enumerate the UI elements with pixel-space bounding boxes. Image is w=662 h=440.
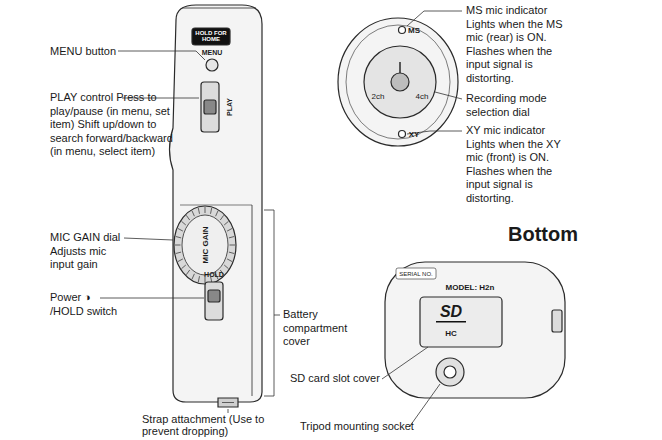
- knurl-stroke: [229, 252, 234, 253]
- bottom-housing: [385, 262, 565, 398]
- knurl-stroke: [186, 215, 189, 220]
- serial-plate: [396, 268, 436, 279]
- indicator-marking: XY: [409, 130, 420, 139]
- callout-label: XY mic indicator Lights when the XY mic …: [466, 124, 570, 205]
- callout-label: SD card slot cover: [290, 372, 380, 386]
- leader-line: [228, 409, 229, 413]
- dial-knob: [391, 73, 409, 91]
- tripod-thread: [444, 366, 456, 378]
- serial-marking: SERIAL NO.: [399, 270, 432, 277]
- sd-card-cover: [420, 297, 502, 347]
- recorder-body: [170, 5, 263, 402]
- knurl-stroke: [229, 237, 234, 238]
- knurl-stroke: [192, 274, 194, 279]
- knurl-stroke: [227, 259, 232, 262]
- sd-logo: SD: [440, 303, 462, 320]
- mic-gain-dial: [174, 206, 236, 284]
- power-hold-switch: [205, 282, 223, 320]
- switch-marking: HOLD: [204, 271, 224, 279]
- knurl-stroke: [186, 270, 189, 275]
- leader-line: [124, 238, 173, 240]
- knurl-stroke: [176, 252, 181, 253]
- dial-marking: MIC GAIN: [201, 227, 210, 264]
- knurl-stroke: [176, 237, 181, 238]
- knurl-stroke: [192, 211, 194, 216]
- bottom-view: [385, 262, 565, 398]
- mode-dial: [364, 46, 436, 118]
- dial-pointer: [399, 62, 401, 73]
- knurl-stroke: [182, 265, 186, 269]
- knurl-stroke: [198, 276, 199, 282]
- knurl-stroke: [175, 245, 181, 246]
- switch-knob: [208, 290, 220, 302]
- leader-line: [407, 11, 462, 26]
- knurl-stroke: [220, 215, 223, 220]
- bracket: [264, 210, 274, 396]
- knurl-stroke: [205, 207, 206, 213]
- mode-marking: 2ch: [372, 92, 385, 101]
- indicator-marking: MS: [408, 26, 420, 35]
- home-badge: [192, 28, 230, 45]
- callout-label: MIC GAIN dial Adjusts mic input gain: [50, 231, 126, 272]
- leader-line: [118, 51, 205, 60]
- top-housing: [338, 18, 458, 146]
- play-knob: [204, 100, 216, 114]
- leader-line: [410, 384, 440, 426]
- model-marking: MODEL: H2n: [446, 283, 495, 292]
- sd-logo-bar: [436, 321, 466, 323]
- ms-indicator: [399, 27, 406, 34]
- play-slider: [201, 82, 219, 132]
- knurl-stroke: [178, 259, 183, 262]
- view-title: Bottom: [508, 222, 578, 246]
- battery-cover-seam: [252, 205, 253, 396]
- tripod-socket: [436, 358, 464, 386]
- knurl-stroke: [224, 265, 228, 269]
- knurl-stroke: [182, 221, 186, 225]
- sd-logo: HC: [445, 329, 457, 338]
- strap-attachment: [218, 398, 238, 407]
- battery-cover-seam: [180, 205, 252, 206]
- xy-indicator: [399, 131, 406, 138]
- grille-edge: [182, 8, 256, 9]
- leader-line: [100, 298, 204, 299]
- knurl-stroke: [224, 221, 228, 225]
- knurl-stroke: [216, 211, 218, 216]
- knurl-stroke: [227, 229, 232, 232]
- knurl-stroke: [211, 208, 212, 214]
- callout-label: Battery compartment cover: [283, 308, 353, 349]
- callout-label: Recording mode selection dial: [466, 92, 558, 119]
- menu-button: [206, 59, 218, 71]
- callout-label: Strap attachment (Use to prevent droppin…: [142, 413, 282, 437]
- callout-label: Power ◑ /HOLD switch: [50, 291, 122, 318]
- top-view: [338, 18, 458, 146]
- knurl-stroke: [198, 208, 199, 214]
- leader-line: [435, 92, 462, 99]
- dial-face: [182, 215, 228, 275]
- leader-line: [274, 315, 280, 316]
- dial-knurl: [175, 207, 235, 283]
- knurl-stroke: [178, 229, 183, 232]
- button-marking: PLAY: [226, 98, 234, 116]
- callout-label: MS mic indicator Lights when the MS mic …: [466, 4, 570, 85]
- side-view: [170, 5, 263, 407]
- button-marking: HOLD FOR HOME: [193, 30, 229, 43]
- callout-label: Tripod mounting socket: [300, 420, 414, 434]
- callout-label: PLAY control Press to play/pause (in men…: [50, 91, 178, 159]
- callout-label: MENU button: [50, 45, 116, 59]
- strap-slot: [222, 402, 234, 403]
- mode-marking: 4ch: [416, 92, 429, 101]
- leader-lines: [100, 11, 462, 426]
- side-tab: [552, 310, 562, 332]
- knurl-stroke: [230, 245, 236, 246]
- button-marking: MENU: [202, 49, 223, 57]
- top-rim: [346, 25, 450, 139]
- leader-line: [382, 347, 428, 379]
